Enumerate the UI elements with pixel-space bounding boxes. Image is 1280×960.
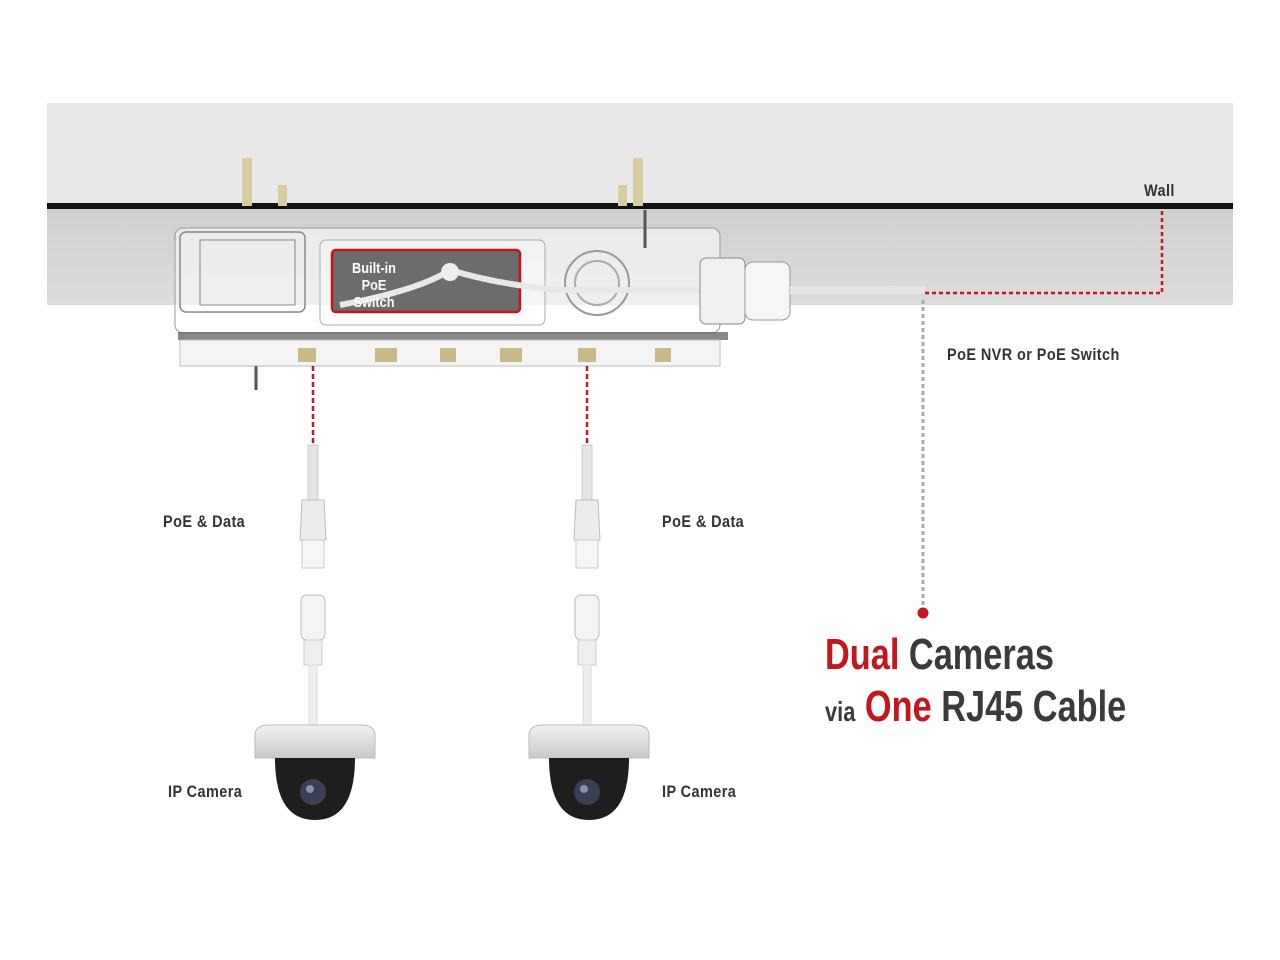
camera-link-right [573,366,601,728]
headline-cameras: Cameras [908,630,1054,679]
camera-label-left: IP Camera [168,782,243,801]
switch-label-line2: PoE Switch [353,277,395,311]
route-end-dot [917,607,929,619]
cable-gland [699,257,791,325]
ip-camera-right [528,724,650,820]
headline-via: via [825,696,856,727]
poe-data-label-left: PoE & Data [163,512,246,531]
camera-link-left [299,366,327,728]
headline-line1: Dual Cameras [825,630,1054,680]
wall-anchors [242,158,643,206]
poe-switch-label: Built-in PoE Switch [340,260,408,311]
mounting-feet [298,348,671,362]
switch-label-line1: Built-in [352,260,396,277]
headline-rj45-cable: RJ45 Cable [941,682,1127,731]
poe-data-label-right: PoE & Data [662,512,745,531]
headline-accent-dual: Dual [825,630,900,679]
wall-route-line [925,210,1164,295]
main-cable [790,286,925,294]
headline-line2: via One RJ45 Cable [825,682,1126,732]
nvr-label: PoE NVR or PoE Switch [947,345,1120,364]
wall-label: Wall [1144,181,1175,200]
camera-label-right: IP Camera [662,782,737,801]
ip-camera-left [254,724,376,820]
headline-accent-one: One [864,682,932,731]
